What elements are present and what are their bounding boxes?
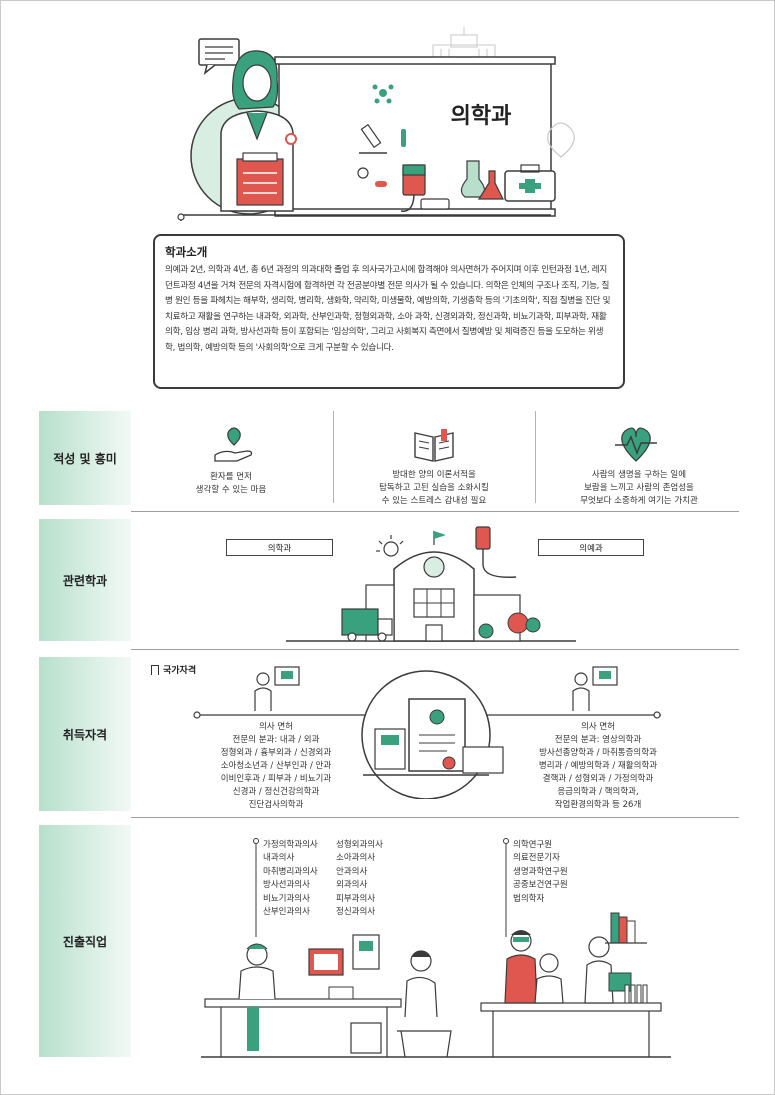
patient-figure [350,950,452,1058]
qualification-illustration [193,666,661,799]
related-dept-left: 의학과 [226,539,333,556]
national-qualification-label: 국가자격 [163,666,197,676]
career-bracket-right [503,838,509,937]
section-divider [131,649,739,650]
hospital-illustration [286,526,576,642]
board-test-tube-icon [401,129,406,147]
qualification-right: 의사 면허 전문의 분과: 영상의학과 방사선종양학과 / 마취통증의학과 병리… [538,722,658,810]
doctor-figure [220,50,297,212]
intro-title: 학과소개 [165,245,208,259]
hero-title: 의학과 [451,104,512,129]
board-microscope-icon [359,123,387,154]
section-label-qualification: 취득자격 [39,657,131,811]
board-first-aid-kit-icon [504,164,556,202]
speech-bubble-icon [198,38,240,75]
section-label-career: 진출직업 [39,825,131,1057]
open-book-icon [414,429,454,462]
career-list-3: 의학연구원 의료전문기자 생명과학연구원 공중보건연구원 법의학자 [513,840,568,904]
section-divider [131,817,739,818]
career-list-1: 가정의학과의사 내과의사 마취병리과의사 방사선과의사 비뇨기과의사 산부인과의… [263,840,318,918]
career-list-2: 성형외과의사 소아과의사 안과의사 외과의사 피부과의사 정신과의사 [336,840,383,918]
board-molecule-icon [372,84,394,104]
career-bracket-left [253,838,259,937]
hospital-outline-icon [432,27,496,62]
intro-box: 학과소개 의예과 2년, 의학과 4년, 총 6년 과정의 의과대학 졸업 후 … [153,234,625,389]
heartbeat-icon [615,427,657,462]
heart-outline-icon [547,122,575,158]
section-label-aptitude: 적성 및 흥미 [39,411,131,505]
national-qualification-tag: 국가자격 [151,663,196,676]
aptitude-text-3: 사람의 생명을 구하는 일에 보람을 느끼고 사람의 존엄성을 무엇보다 소중하… [580,470,698,506]
hero-illustration: 의학과 [177,27,575,221]
intro-body: 의예과 2년, 의학과 4년, 총 6년 과정의 의과대학 졸업 후 의사국가고… [165,265,611,353]
divider [535,411,536,503]
person-with-certificate-icon [254,666,300,711]
qualification-left: 의사 면허 전문의 분과: 내과 / 외과 정형외과 / 흉부외과 / 신경외과… [220,722,332,810]
aptitude-text-1: 환자를 먼저 생각할 수 있는 마음 [195,472,267,495]
heart-hand-icon [214,427,253,462]
aptitude-text-2: 방대한 양의 이론서적을 탐독하고 고된 실습을 소화시킬 수 있는 스트레스 … [379,470,489,506]
bookmark-icon [151,664,159,675]
researchers-scene [480,912,662,1057]
section-divider [131,511,739,512]
board-iv-bag-icon [400,164,450,212]
related-dept-right: 의예과 [538,539,644,556]
doctor-consultation-scene [204,934,402,1057]
board-flask-icon-red [477,170,504,200]
divider [333,411,334,503]
career-illustration [201,912,671,1058]
person-with-certificate-icon [572,666,618,711]
board-pill-icon [357,167,369,179]
section-label-related: 관련학과 [39,519,131,641]
